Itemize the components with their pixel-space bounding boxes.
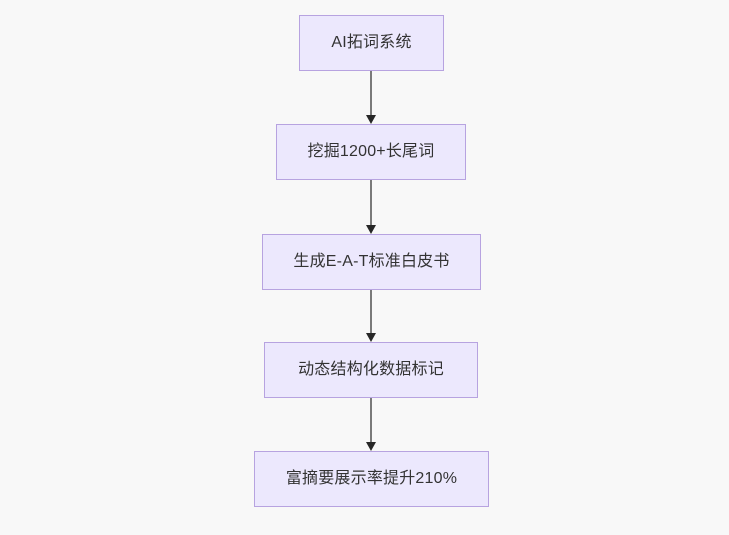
flowchart-edge-2 (361, 180, 381, 234)
edge-4-line (370, 398, 372, 442)
flowchart-node-5[interactable]: 富摘要展示率提升210% (254, 451, 489, 507)
flowchart-node-2-label: 挖掘1200+长尾词 (307, 143, 435, 160)
flowchart-node-5-label: 富摘要展示率提升210% (285, 470, 458, 487)
edge-1-line (370, 71, 372, 115)
flowchart-edge-3 (361, 290, 381, 342)
flowchart-node-4-label: 动态结构化数据标记 (298, 361, 444, 378)
edge-4-arrowhead (366, 442, 376, 451)
edge-1-arrowhead (366, 115, 376, 124)
flowchart-node-4[interactable]: 动态结构化数据标记 (264, 342, 478, 398)
flowchart-edge-4 (361, 398, 381, 451)
edge-2-line (370, 180, 372, 225)
flowchart-node-3-label: 生成E-A-T标准白皮书 (293, 253, 450, 270)
edge-2-arrowhead (366, 225, 376, 234)
flowchart-node-3[interactable]: 生成E-A-T标准白皮书 (262, 234, 481, 290)
flowchart-edge-1 (361, 71, 381, 124)
edge-3-arrowhead (366, 333, 376, 342)
flowchart-node-2[interactable]: 挖掘1200+长尾词 (276, 124, 466, 180)
edge-3-line (370, 290, 372, 333)
flowchart-node-1-label: AI拓词系统 (331, 34, 412, 51)
flowchart-node-1[interactable]: AI拓词系统 (299, 15, 444, 71)
